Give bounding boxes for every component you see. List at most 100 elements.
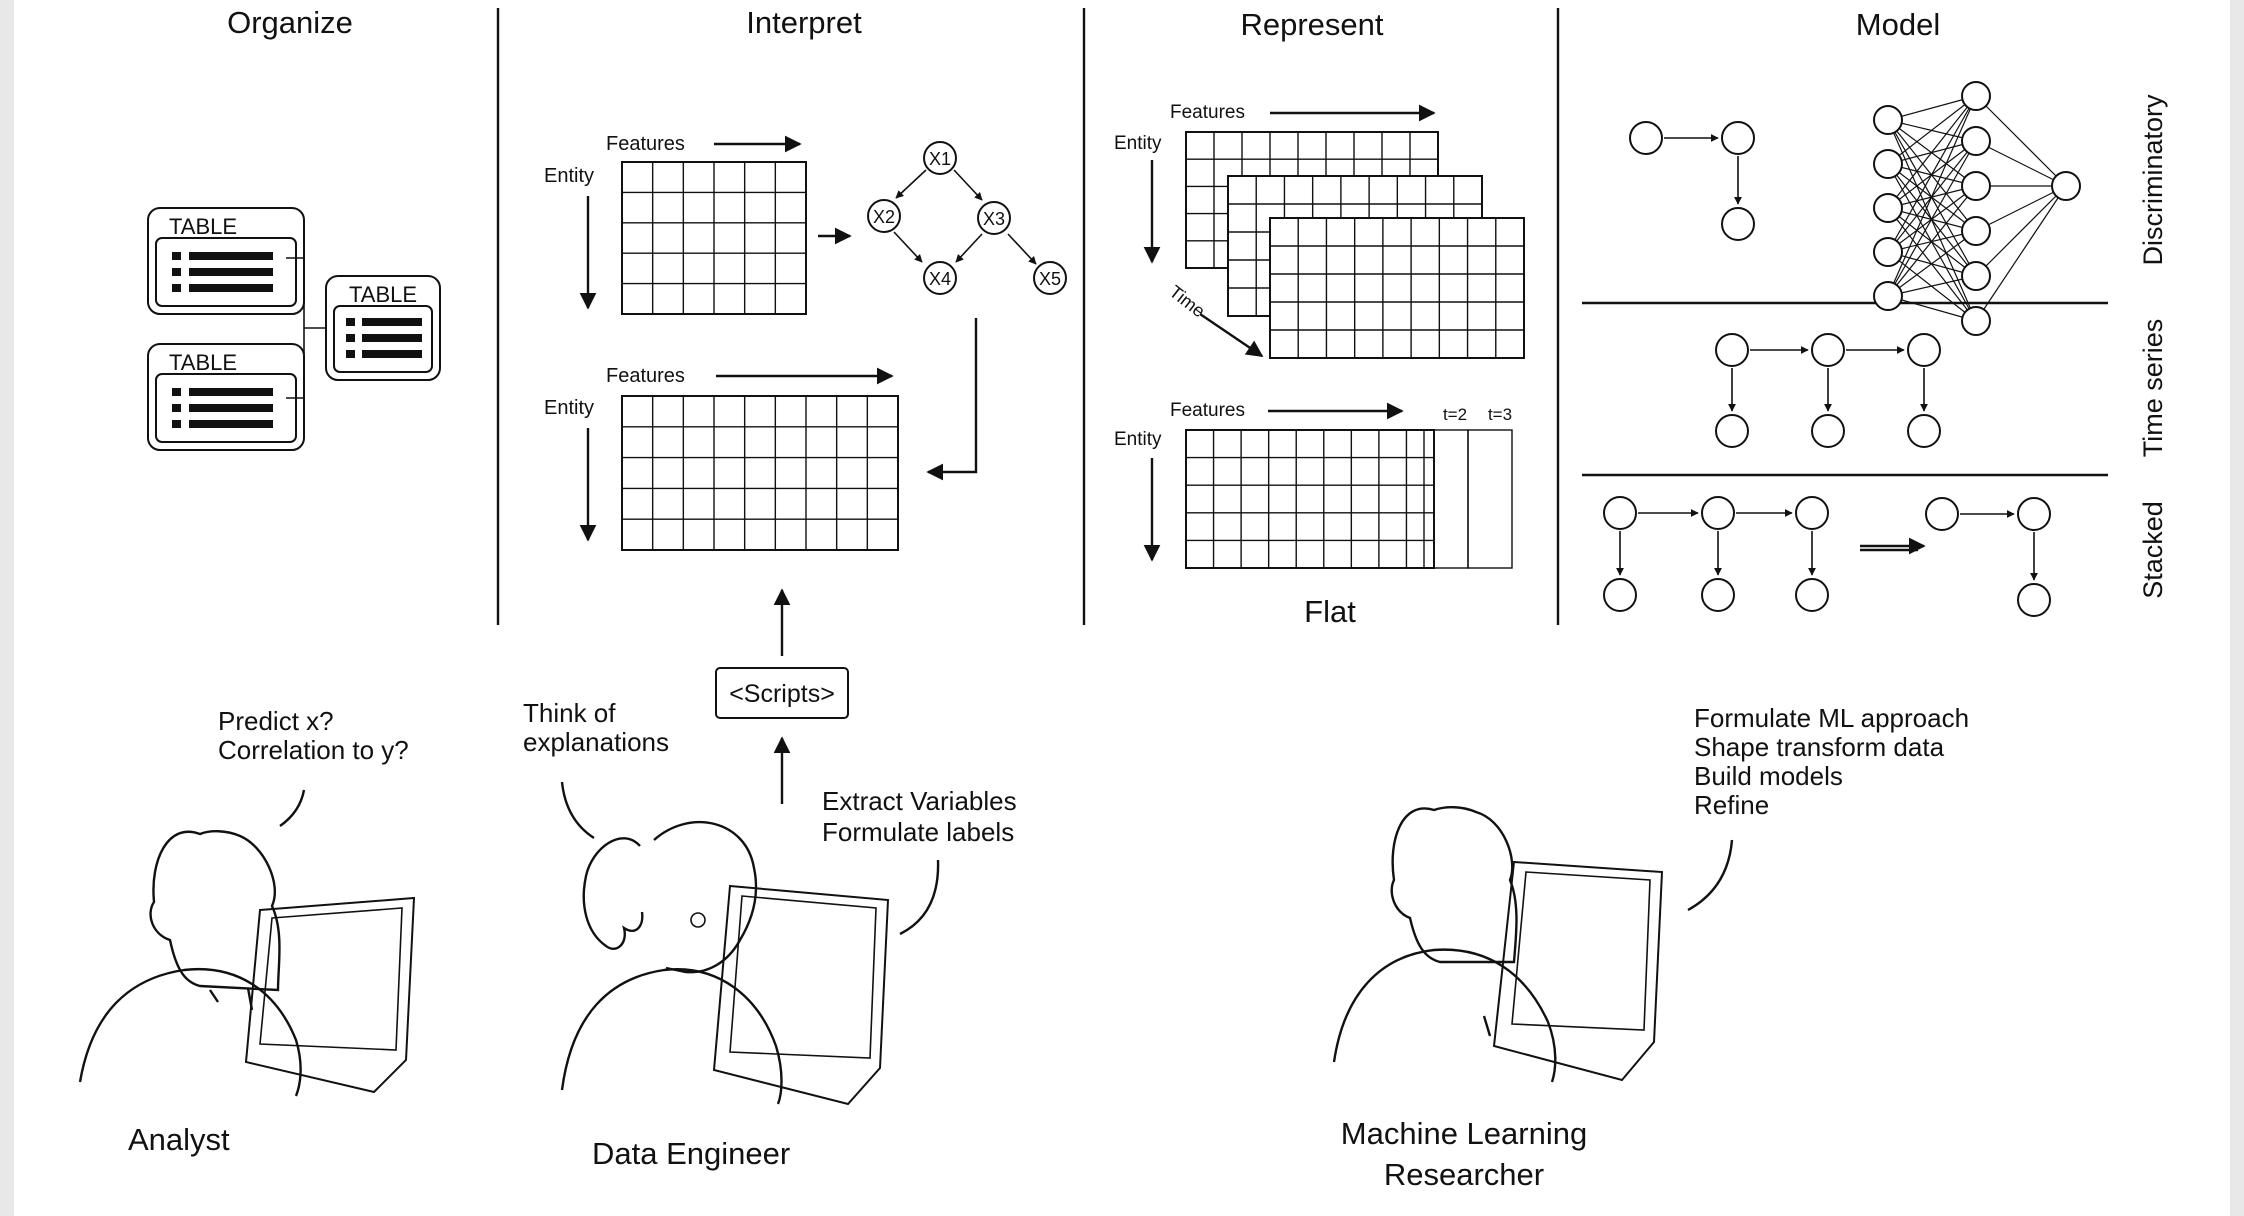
analyst-speech-line-1: Predict x? [218, 706, 334, 736]
represent-t3-label: t=3 [1488, 405, 1512, 424]
nn-edge [1975, 185, 2067, 232]
engineer-thought-line-1: Think of [523, 698, 616, 728]
interpret-entity-label-top: Entity [544, 165, 594, 187]
nn-edge [1887, 275, 1977, 297]
nn-edge [1887, 140, 1977, 297]
interpret-matrix-bottom [621, 395, 899, 551]
represent-entity-label-bottom: Entity [1114, 429, 1162, 450]
graph-node-x1-label: X1 [929, 149, 951, 169]
researcher-speech-line-1: Formulate ML approach [1694, 703, 1969, 733]
researcher-speech-line-2: Shape transform data [1694, 732, 1945, 762]
represent-time-arrow [1199, 313, 1264, 357]
nn-edge [1887, 95, 1977, 209]
nn-edge [1887, 230, 1977, 297]
nn-edge [1887, 95, 1977, 165]
scripts-label: <Scripts> [729, 680, 835, 708]
nn-node [1873, 149, 1903, 179]
model-row-label-stacked: Stacked [2138, 501, 2168, 599]
table-label-1: TABLE [169, 214, 237, 239]
graph-node-x1 [923, 141, 957, 175]
interpret-entity-label-bottom: Entity [544, 397, 594, 419]
represent-flat-label: Flat [1304, 594, 1356, 629]
nn-node [1961, 81, 1991, 111]
model-neural-network [1873, 81, 2081, 336]
column-title-interpret: Interpret [746, 5, 862, 40]
researcher-speech-tail [1687, 839, 1734, 912]
organize-table-joined: TABLE [325, 275, 441, 381]
nn-node [1961, 126, 1991, 156]
researcher-name-line-2: Researcher [1384, 1157, 1544, 1192]
model-time-series [1715, 333, 1941, 448]
represent-features-label-top: Features [1170, 102, 1245, 123]
model-simple-graph [1629, 121, 1755, 241]
represent-t2-label: t=2 [1443, 405, 1467, 424]
analyst-speech-line-2: Correlation to y? [218, 735, 409, 765]
organize-table-bottom: TABLE [147, 343, 305, 451]
engineer-thought-line-2: explanations [523, 727, 669, 757]
nn-edge [1975, 140, 2067, 187]
flat-block-t3 [1467, 429, 1513, 569]
graph-node-x5-label: X5 [1039, 269, 1061, 289]
nn-node [1961, 261, 1991, 291]
graph-node-x4-label: X4 [929, 269, 951, 289]
graph-node-x4 [923, 261, 957, 295]
nn-node [1873, 237, 1903, 267]
graph-node-x3 [977, 201, 1011, 235]
represent-features-label-bottom: Features [1170, 400, 1245, 421]
organize-table-top: TABLE [147, 207, 305, 315]
researcher-figure [1332, 806, 1664, 1083]
engineer-thought-tail [560, 781, 595, 840]
represent-flat-matrix [1185, 429, 1435, 569]
nn-node [1873, 281, 1903, 311]
model-row-label-time-series: Time series [2138, 319, 2168, 458]
matrix-border [1269, 217, 1525, 359]
nn-node [1873, 193, 1903, 223]
table-label-2: TABLE [169, 350, 237, 375]
nn-edge [1887, 295, 1977, 322]
workflow-diagram: Organize Interpret Represent Model TABLE… [78, 5, 2168, 1192]
represent-tensor-slice-3 [1269, 217, 1525, 359]
figure-canvas: Organize Interpret Represent Model TABLE… [14, 0, 2230, 1216]
join-connector [286, 257, 326, 399]
model-stacked [1603, 496, 2051, 617]
model-row-label-discriminatory: Discriminatory [2138, 94, 2168, 266]
nn-edge [1887, 185, 1977, 297]
engineer-name: Data Engineer [592, 1136, 790, 1171]
nn-edge [1975, 95, 2067, 187]
graph-node-x2-label: X2 [873, 207, 895, 227]
analyst-name: Analyst [128, 1122, 230, 1157]
graph-to-matrix-arrow [926, 318, 978, 481]
nn-edge [1887, 95, 1977, 297]
nn-node [1873, 105, 1903, 135]
interpret-features-label-top: Features [606, 133, 685, 155]
analyst-figure [78, 830, 416, 1097]
causal-graph: X1 X2 X3 X4 X5 [867, 141, 1067, 295]
graph-node-x2 [867, 199, 901, 233]
represent-entity-label-top: Entity [1114, 133, 1162, 154]
graph-node-x5 [1033, 261, 1067, 295]
interpret-features-label-bottom: Features [606, 365, 685, 387]
engineer-speech-tail [899, 859, 940, 936]
matrix-border [621, 395, 899, 551]
graph-node-x3-label: X3 [983, 209, 1005, 229]
researcher-speech-line-4: Refine [1694, 790, 1769, 820]
scripts-box [715, 667, 849, 719]
researcher-speech-line-3: Build models [1694, 761, 1843, 791]
nn-edge [1975, 185, 2067, 277]
nn-node [1961, 306, 1991, 336]
table-label-3: TABLE [349, 282, 417, 307]
nn-node [1961, 216, 1991, 246]
engineer-speech-line-1: Extract Variables [822, 786, 1017, 816]
engineer-figure [560, 820, 890, 1106]
column-title-represent: Represent [1240, 7, 1383, 42]
column-title-model: Model [1856, 7, 1940, 42]
nn-node [2051, 171, 2081, 201]
analyst-speech-tail [279, 789, 306, 827]
column-title-organize: Organize [227, 5, 353, 40]
engineer-speech-line-2: Formulate labels [822, 817, 1014, 847]
interpret-matrix-top [621, 161, 807, 315]
nn-edge [1887, 95, 1977, 121]
nn-edge [1975, 185, 2067, 322]
nn-node [1961, 171, 1991, 201]
